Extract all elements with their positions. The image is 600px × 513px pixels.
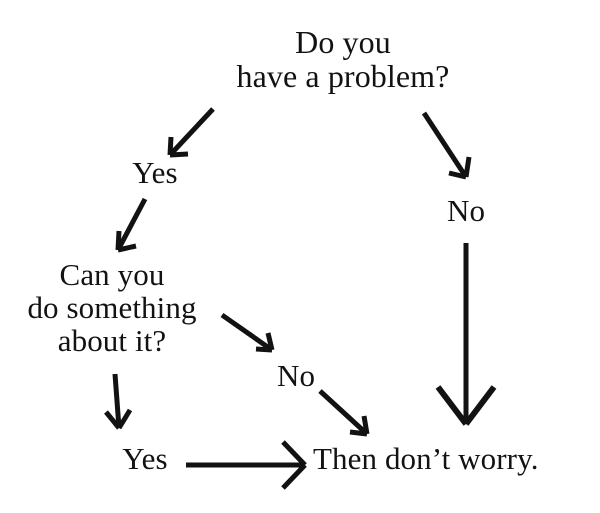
node-can-do-line-2: do something xyxy=(27,289,197,325)
node-yes-branch-bottom: Yes xyxy=(122,441,168,476)
edge-yes-to-outcome xyxy=(186,440,307,490)
node-can-do-question: Can you do something about it? xyxy=(27,257,197,358)
node-yes-branch-bottom-label: Yes xyxy=(122,441,168,476)
node-yes-branch-top-label: Yes xyxy=(132,155,178,190)
node-root-question: Do you have a problem? xyxy=(236,24,450,94)
node-yes-branch-top: Yes xyxy=(132,155,178,190)
node-can-do-line-3: about it? xyxy=(57,322,167,358)
edge-cando-to-no xyxy=(220,312,275,353)
edge-cando-to-yes xyxy=(104,373,133,430)
edge-root-to-yes xyxy=(167,107,215,158)
node-no-branch-top: No xyxy=(446,193,486,228)
node-no-branch-top-label: No xyxy=(446,193,486,228)
node-outcome-label: Then don’t worry. xyxy=(313,441,539,476)
edge-root-to-no xyxy=(421,111,472,180)
edge-no-right-to-outcome xyxy=(435,243,497,426)
node-can-do-line-1: Can you xyxy=(59,257,165,292)
edge-yes-to-candoe xyxy=(115,197,148,253)
node-no-branch-middle: No xyxy=(276,358,316,393)
node-root-line-1: Do you xyxy=(295,24,391,60)
node-no-branch-middle-label: No xyxy=(276,358,316,393)
node-outcome-terminal: Then don’t worry. xyxy=(313,441,539,476)
edge-no-to-outcome xyxy=(318,389,370,437)
node-root-line-2: have a problem? xyxy=(236,57,450,94)
